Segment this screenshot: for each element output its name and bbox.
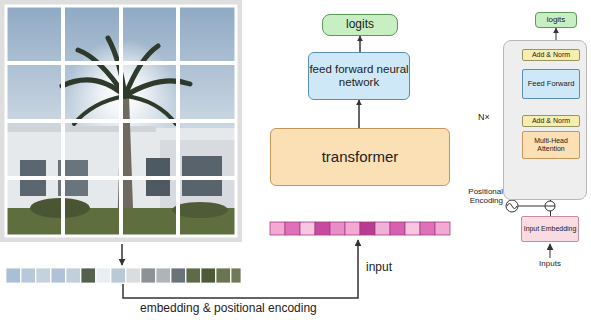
patch <box>216 268 231 283</box>
token <box>360 222 375 235</box>
process-box: feed forward neural network <box>308 52 410 100</box>
box-label: logits <box>547 16 566 25</box>
patch <box>6 268 21 283</box>
output-box: logits <box>535 12 577 28</box>
model-box: transformer <box>270 128 450 186</box>
bush <box>30 198 90 218</box>
add-symbol <box>545 206 555 207</box>
process-box: Feed Forward <box>522 69 580 99</box>
patch-grid <box>6 6 236 236</box>
inputs-label: Inputs <box>530 259 570 268</box>
sine-symbol <box>506 200 518 212</box>
photo-frame <box>0 0 242 242</box>
inputs-arrow <box>550 244 551 258</box>
layer-stack: N×Add & NormFeed ForwardAdd & NormMulti-… <box>503 40 587 200</box>
patch <box>201 268 216 283</box>
frond <box>125 81 190 96</box>
box-label: logits <box>346 18 374 31</box>
patch <box>186 268 201 283</box>
add-symbol <box>545 201 555 211</box>
token <box>300 222 315 235</box>
box-label: feed forward neural network <box>309 63 409 88</box>
box-label: Add & Norm <box>532 117 570 125</box>
token-sequence <box>270 222 450 235</box>
grid-line <box>6 176 236 180</box>
norm-box: Add & Norm <box>522 115 580 127</box>
grid-line <box>6 61 236 65</box>
attention-box: Multi-Head Attention <box>522 131 580 159</box>
encoding-wire <box>518 206 545 207</box>
sine-wave <box>507 204 517 209</box>
building-wing <box>160 140 236 210</box>
patch <box>231 268 241 283</box>
flow-arrow <box>359 36 361 52</box>
palm-photo <box>6 6 236 236</box>
patch <box>81 268 96 283</box>
box-label: Multi-Head Attention <box>523 137 579 152</box>
patch <box>96 268 111 283</box>
token <box>285 222 300 235</box>
token <box>435 222 450 235</box>
token <box>405 222 420 235</box>
embedding-box: Input Embedding <box>521 216 579 242</box>
flow-arrow <box>358 100 360 128</box>
token <box>420 222 435 235</box>
patch <box>156 268 171 283</box>
token <box>375 222 390 235</box>
flatten-arrow <box>121 244 123 265</box>
box-label: transformer <box>322 149 399 166</box>
palm-fronds <box>62 38 190 124</box>
token <box>270 222 285 235</box>
patch <box>171 268 186 283</box>
patch <box>21 268 36 283</box>
output-box: logits <box>322 14 398 36</box>
bush <box>172 202 228 218</box>
patch <box>51 268 66 283</box>
token <box>330 222 345 235</box>
patch <box>36 268 51 283</box>
grid-border <box>6 6 236 236</box>
box-label: Feed Forward <box>528 80 575 88</box>
patch <box>141 268 156 283</box>
caption-label: embedding & positional encoding <box>140 302 317 316</box>
norm-box: Add & Norm <box>522 49 580 61</box>
sky <box>6 6 236 236</box>
patch <box>66 268 81 283</box>
token <box>315 222 330 235</box>
box-label: Input Embedding <box>524 225 577 233</box>
repeat-label: N× <box>478 113 490 123</box>
patch <box>126 268 141 283</box>
patch-sequence <box>6 268 241 283</box>
box-label: Add & Norm <box>532 51 570 59</box>
token <box>390 222 405 235</box>
token <box>345 222 360 235</box>
input-arrow <box>123 240 358 298</box>
roof-line <box>6 126 156 132</box>
patch <box>111 268 126 283</box>
input-label: input <box>366 261 392 275</box>
grid-line <box>6 119 236 123</box>
encoding-label: Positional Encoding <box>455 187 503 205</box>
